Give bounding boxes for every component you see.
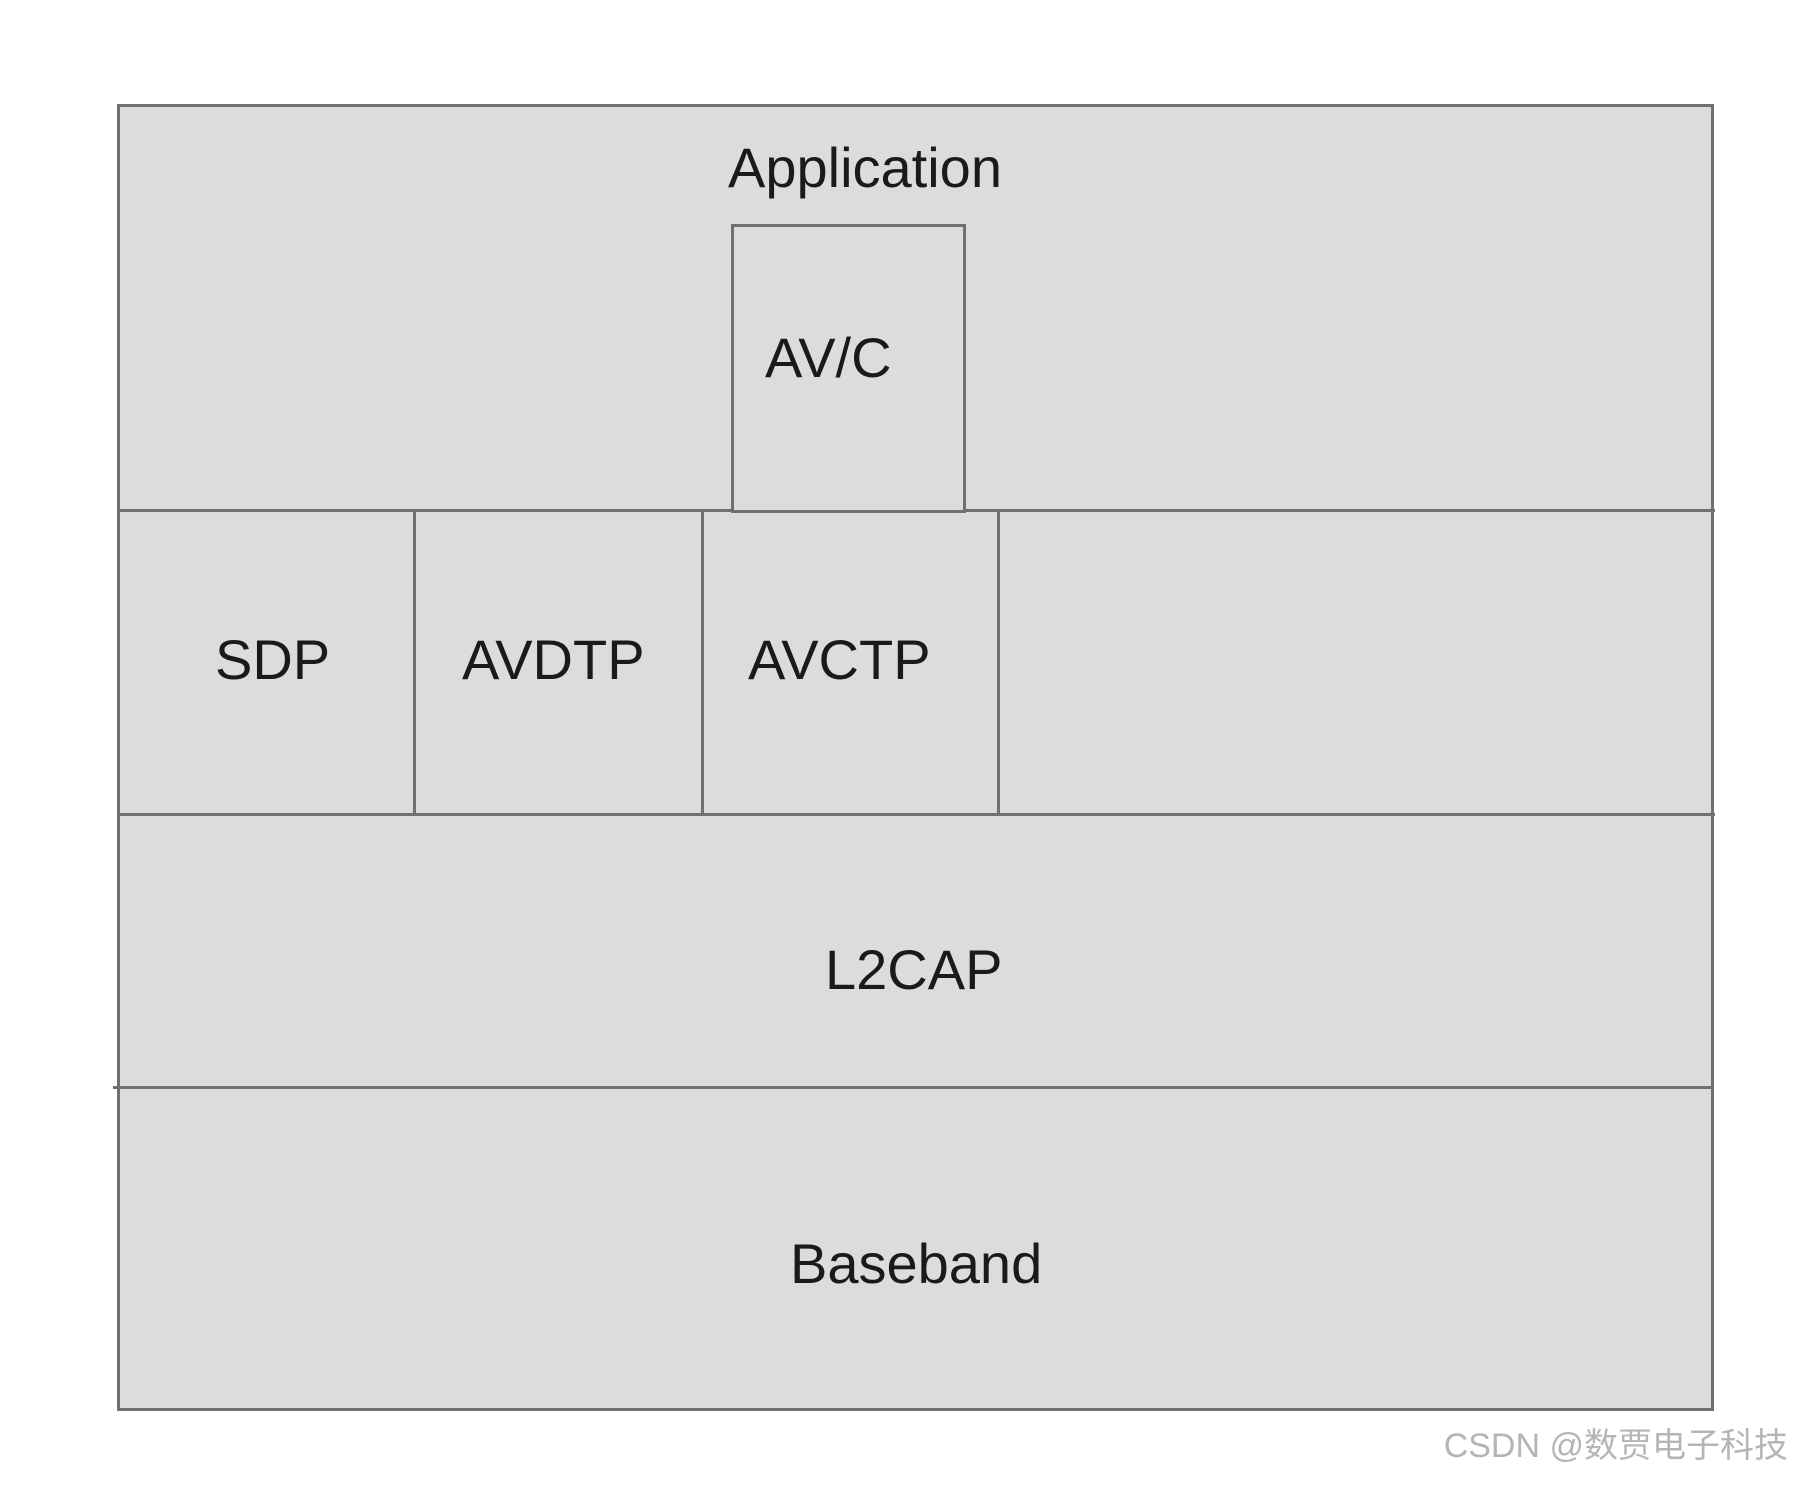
baseband-label: Baseband [790, 1232, 1043, 1295]
separator-avctp-right [997, 510, 1000, 815]
watermark: CSDN @数贾电子科技 [1443, 1427, 1788, 1465]
avctp-label: AVCTP [748, 628, 931, 691]
sdp-label: SDP [215, 628, 331, 691]
separator-middle-l2cap [118, 813, 1715, 816]
application-label: Application [728, 136, 1002, 199]
avdtp-label: AVDTP [462, 628, 645, 691]
avc-box [731, 224, 966, 513]
separator-sdp-avdtp [413, 510, 416, 815]
l2cap-label: L2CAP [825, 938, 1003, 1001]
separator-l2cap-baseband [113, 1086, 1713, 1089]
separator-avdtp-avctp [701, 510, 704, 815]
avc-label: AV/C [765, 326, 892, 389]
